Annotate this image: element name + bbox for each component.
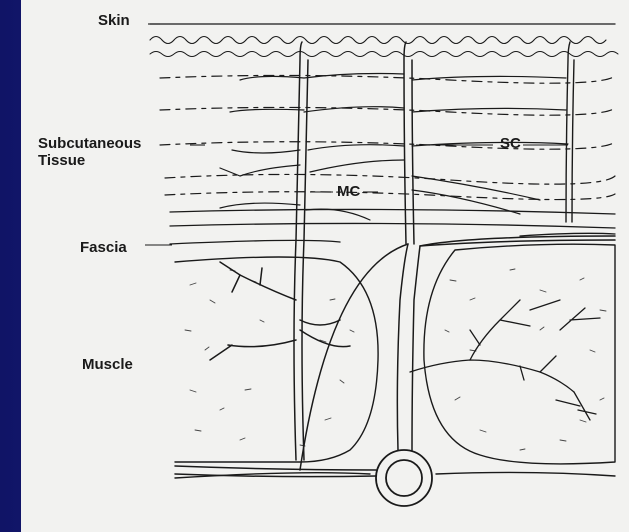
diagram-drawing <box>21 0 629 532</box>
muscle-texture <box>185 269 606 450</box>
sc-label: SC <box>500 135 521 152</box>
subcutaneous-label-line2: Tissue <box>38 152 85 169</box>
mc-label: MC <box>337 183 360 200</box>
anatomy-diagram: Skin Subcutaneous Tissue Fascia Muscle S… <box>21 0 629 532</box>
septocutaneous-vessel <box>404 42 414 244</box>
muscle-branches-right <box>410 300 600 420</box>
artery-cross-section <box>376 450 432 506</box>
fascia-layer <box>170 209 615 244</box>
musculocutaneous-vessel <box>210 42 350 460</box>
fascia-label: Fascia <box>80 239 127 256</box>
skin-label: Skin <box>98 12 130 29</box>
subcutaneous-label-line1: Subcutaneous <box>38 135 141 152</box>
muscle-label: Muscle <box>82 356 133 373</box>
skin-layer <box>150 24 618 57</box>
muscle-compartments <box>175 244 615 478</box>
right-perforator <box>566 42 574 222</box>
subcutaneous-strata <box>160 75 615 199</box>
fascial-vessel <box>175 236 615 477</box>
